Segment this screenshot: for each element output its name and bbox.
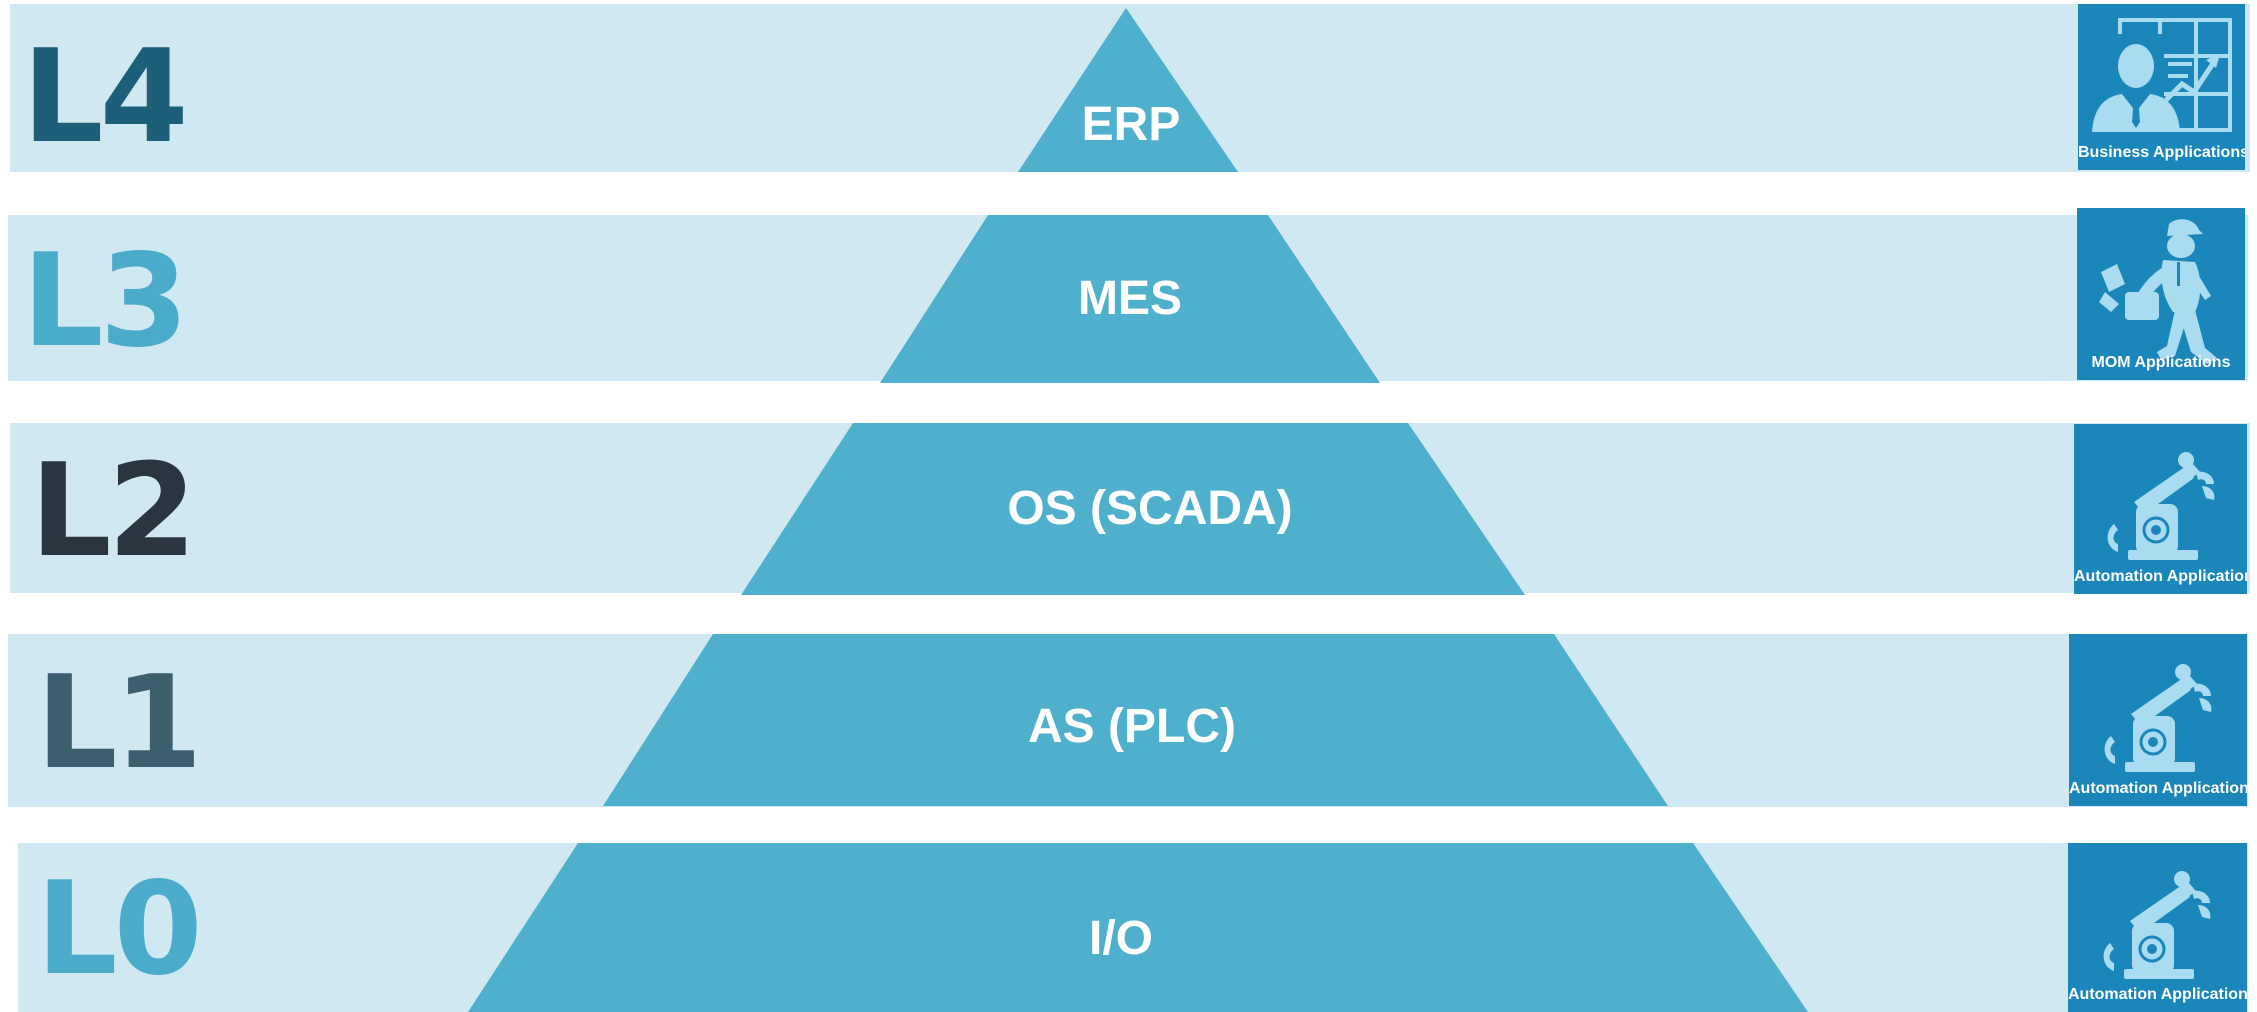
pyramid-tier-mes (880, 215, 1380, 383)
pyramid-tier-erp (1018, 8, 1238, 172)
app-caption-l3: MOM Applications (2091, 354, 2231, 371)
robot-arm-icon (2107, 452, 2215, 560)
app-caption-l4: Business Applications (2078, 144, 2245, 161)
tier-label-mes: MES (1077, 272, 1183, 325)
pyramid-tier-os-scada (741, 423, 1525, 595)
tier-label-io: I/O (1088, 912, 1154, 965)
level-label-l4: L4 (22, 23, 189, 172)
app-caption-l1: Automation Applications (2069, 780, 2247, 797)
app-caption-l0: Automation Applications (2068, 986, 2247, 1003)
app-box-l0: Automation Applications (2068, 843, 2247, 1012)
business-analyst-icon (2092, 18, 2232, 134)
app-caption-l2: Automation Applications (2074, 568, 2247, 585)
factory-worker-icon (2099, 219, 2217, 364)
level-label-l0: L0 (36, 855, 203, 1004)
level-label-l1: L1 (36, 649, 203, 798)
robot-arm-icon (2103, 871, 2211, 979)
app-box-l3: MOM Applications (2077, 208, 2245, 380)
app-box-l1: Automation Applications (2069, 634, 2247, 806)
robot-arm-icon (2104, 664, 2212, 772)
app-box-l4: Business Applications (2078, 4, 2245, 170)
level-label-l3: L3 (22, 227, 189, 376)
level-label-l2: L2 (30, 437, 197, 586)
app-box-l2: Automation Applications (2074, 424, 2247, 594)
pyramid-tier-io (468, 843, 1808, 1012)
tier-label-erp: ERP (1081, 98, 1181, 151)
tier-label-as-plc: AS (PLC) (1028, 700, 1236, 753)
pyramid-tier-as-plc (603, 634, 1668, 806)
tier-label-os-scada: OS (SCADA) (1007, 482, 1293, 535)
